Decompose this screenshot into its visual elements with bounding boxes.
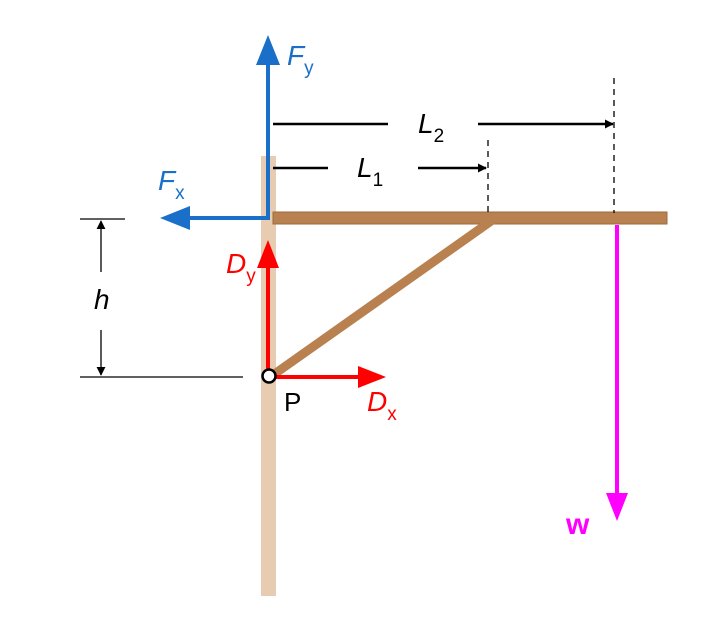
weight-arrowhead	[606, 493, 628, 521]
l2-label-main: L	[418, 108, 434, 139]
l1-label-main: L	[357, 152, 373, 183]
dx-label-main: D	[367, 386, 387, 417]
dy-arrowhead	[257, 240, 279, 268]
fx-arrowhead	[160, 206, 190, 230]
fx-label: Fx	[158, 165, 185, 204]
fy-label: Fy	[287, 40, 314, 79]
h-label: h	[94, 284, 110, 315]
dx-arrowhead	[358, 366, 386, 388]
l2-label: L2	[418, 108, 444, 147]
l2-label-sub: 2	[434, 126, 445, 147]
dy-label-main: D	[226, 248, 246, 279]
fx-label-sub: x	[175, 183, 185, 204]
dy-label: Dy	[226, 248, 256, 287]
horizontal-beam	[272, 211, 668, 225]
pivot-point	[261, 368, 277, 384]
fy-label-main: F	[287, 40, 306, 71]
fy-label-sub: y	[304, 58, 314, 79]
dx-label: Dx	[367, 386, 397, 425]
l1-label-sub: 1	[373, 170, 384, 191]
dx-label-sub: x	[387, 404, 397, 425]
dy-label-sub: y	[246, 266, 256, 287]
fy-arrowhead	[256, 35, 280, 65]
fx-label-main: F	[158, 165, 177, 196]
weight-label: w	[565, 508, 590, 541]
pivot-label: P	[284, 387, 301, 417]
l1-label: L1	[357, 152, 383, 191]
diagonal-strut	[270, 215, 497, 379]
